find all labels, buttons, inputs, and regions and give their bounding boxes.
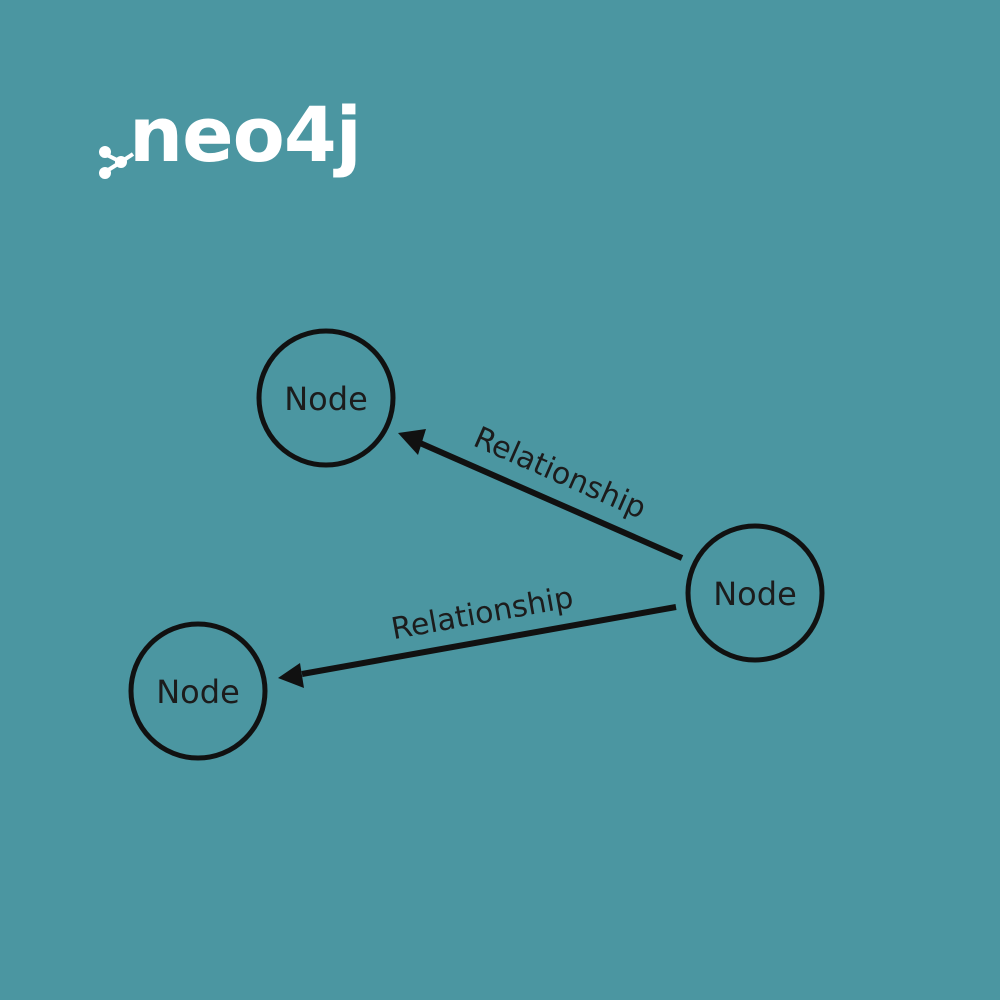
graph-icon	[99, 146, 135, 179]
node-top-left: Node	[256, 328, 396, 468]
node-label-3: Node	[713, 575, 797, 613]
logo-wordmark: neo4j	[129, 90, 362, 179]
relationship-label-2: Relationship	[389, 580, 576, 647]
node-label-2: Node	[156, 673, 240, 711]
node-bottom-left: Node	[128, 621, 268, 761]
node-label-1: Node	[284, 380, 368, 418]
node-right: Node	[685, 523, 825, 663]
relationship-edge-2: Relationship	[278, 580, 677, 688]
neo4j-logo: neo4j	[95, 90, 362, 186]
relationship-edge-1: Relationship	[398, 420, 684, 561]
